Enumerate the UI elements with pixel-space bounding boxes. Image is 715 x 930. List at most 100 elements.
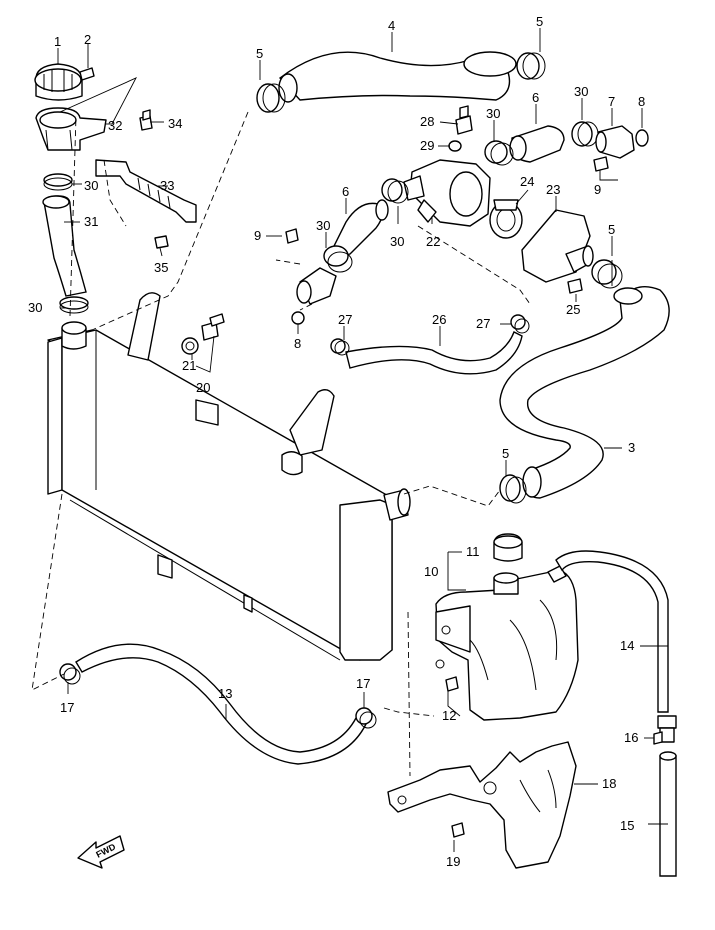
sensor-28	[455, 105, 473, 135]
fwd-arrow: FWD	[77, 835, 125, 869]
joint-16	[653, 715, 677, 745]
thermostat-cover-23	[521, 209, 594, 283]
callout-19: 19	[446, 854, 460, 869]
clamp-27-left	[330, 338, 350, 356]
clamp-30-left-bottom	[59, 296, 89, 314]
callout-5-c: 5	[608, 222, 615, 237]
callout-1: 1	[54, 34, 61, 49]
leader-lines	[57, 28, 668, 852]
clamp-27-right	[510, 314, 530, 334]
clamp-5-hose3-bottom	[499, 474, 527, 504]
callout-7: 7	[608, 94, 615, 109]
reservoir-tank	[435, 565, 579, 721]
bolt-19	[451, 822, 465, 838]
clamp-30-thermo-right	[571, 121, 599, 147]
radiator	[47, 292, 411, 661]
clamp-5-hose4-left	[256, 83, 286, 113]
callout-24: 24	[520, 174, 534, 189]
callout-9-b: 9	[254, 228, 261, 243]
hose-3	[499, 286, 670, 499]
callout-31: 31	[84, 214, 98, 229]
callout-33: 33	[160, 178, 174, 193]
callout-5-a: 5	[256, 46, 263, 61]
clamp-30-hose6-left	[323, 245, 353, 273]
callout-30-e: 30	[316, 218, 330, 233]
sensor-20	[201, 313, 225, 341]
clamp-17-left	[59, 663, 81, 685]
clamp-30-housing-left	[381, 178, 409, 204]
callout-10: 10	[424, 564, 438, 579]
callout-9-a: 9	[594, 182, 601, 197]
callout-21: 21	[182, 358, 196, 373]
callout-30-f: 30	[390, 234, 404, 249]
bolt-12	[445, 676, 459, 692]
hose-15	[659, 751, 677, 877]
hose-31	[42, 195, 87, 297]
callout-26: 26	[432, 312, 446, 327]
callout-34: 34	[168, 116, 182, 131]
cap-bolt	[79, 67, 95, 81]
bolt-35	[154, 235, 169, 249]
clamp-30-left-top	[43, 173, 73, 191]
callout-30-a: 30	[84, 178, 98, 193]
o-ring-8-right	[635, 129, 649, 147]
hose-6-right	[509, 125, 565, 163]
callout-3: 3	[628, 440, 635, 455]
callout-25: 25	[566, 302, 580, 317]
bracket-33	[95, 159, 197, 223]
callout-30-c: 30	[574, 84, 588, 99]
callout-27-b: 27	[476, 316, 490, 331]
callout-6-b: 6	[342, 184, 349, 199]
callout-5-b: 5	[536, 14, 543, 29]
thermostat-housing-22	[403, 159, 491, 227]
guide-lines	[31, 111, 531, 777]
bolt-9-left	[285, 228, 299, 244]
callout-4: 4	[388, 18, 395, 33]
callout-29: 29	[420, 138, 434, 153]
callouts: 1 2 32 34 30 33 31 35 30 5 4 5 6 30 7 8 …	[28, 14, 645, 869]
callout-30-d: 30	[486, 106, 500, 121]
callout-11: 11	[466, 544, 480, 559]
clamp-17-right	[355, 707, 377, 729]
bolt-25	[567, 278, 583, 294]
washer-21	[181, 337, 199, 355]
washer-29	[448, 140, 462, 152]
callout-17-a: 17	[60, 700, 74, 715]
clamp-30-thermo-mid	[484, 140, 514, 166]
callout-8-a: 8	[638, 94, 645, 109]
callout-6-a: 6	[532, 90, 539, 105]
fitting-left	[296, 267, 337, 305]
thermostat-24	[489, 199, 523, 239]
callout-18: 18	[602, 776, 616, 791]
callout-23: 23	[546, 182, 560, 197]
callout-32: 32	[108, 118, 122, 133]
clamp-5-hose3-top	[591, 259, 623, 289]
hose-4	[278, 51, 517, 103]
o-ring-8-left	[291, 311, 305, 325]
radiator-cap	[34, 63, 83, 101]
callout-22: 22	[426, 234, 440, 249]
hose-26	[345, 331, 523, 375]
reservoir-cap-11	[493, 533, 523, 562]
callout-35: 35	[154, 260, 168, 275]
callout-30-b: 30	[28, 300, 42, 315]
callout-16: 16	[624, 730, 638, 745]
hose-14	[555, 550, 669, 713]
callout-12: 12	[442, 708, 456, 723]
callout-20: 20	[196, 380, 210, 395]
clamp-5-hose4-right	[516, 52, 546, 80]
callout-8-b: 8	[294, 336, 301, 351]
callout-2: 2	[84, 32, 91, 47]
bracket-18	[387, 741, 577, 869]
bolt-9-right	[593, 156, 609, 172]
callout-13: 13	[218, 686, 232, 701]
callout-17-b: 17	[356, 676, 370, 691]
callout-27-a: 27	[338, 312, 352, 327]
bolt-34	[139, 109, 153, 131]
filler-neck-bracket	[35, 107, 107, 151]
fitting-7	[595, 125, 635, 159]
callout-14: 14	[620, 638, 634, 653]
callout-28: 28	[420, 114, 434, 129]
callout-15: 15	[620, 818, 634, 833]
